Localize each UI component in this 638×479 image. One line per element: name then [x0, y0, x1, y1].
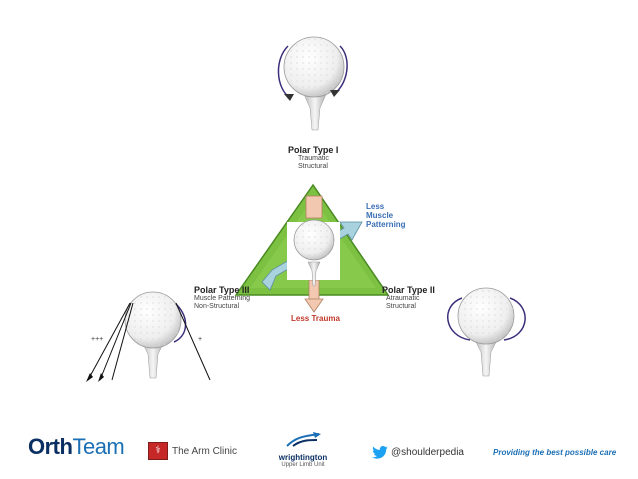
wrightington-sub: Upper Limb Unit: [281, 462, 325, 468]
less-muscle-patterning-label: Less Muscle Patterning: [366, 202, 406, 229]
left-golf-ball: [86, 291, 211, 382]
arm-clinic-logo: ⚕ The Arm Clinic: [148, 442, 237, 460]
polar-type-2-line1: Atraumatic: [386, 295, 420, 302]
right-capsule-left: [446, 297, 471, 341]
wrightington-logo: wrightington Upper Limb Unit: [268, 432, 338, 468]
less-trauma-arrow-head: [304, 298, 324, 313]
force-mark-right: +: [198, 336, 203, 343]
left-force-line-3: [111, 302, 134, 381]
less-trauma-arrow-top: [305, 195, 323, 219]
orthteam-logo-orth: Orth: [28, 434, 73, 459]
polar-type-3-line2: Non-Structural: [194, 303, 240, 310]
less-muscle-patterning-line1: Less: [366, 202, 385, 211]
left-force-line-1: [87, 302, 131, 381]
less-muscle-patterning-line2: Muscle: [366, 211, 394, 220]
footer-logos: OrthTeam ⚕ The Arm Clinic wrightington U…: [0, 430, 638, 470]
center-golf-ball: [293, 219, 335, 287]
orthteam-logo: OrthTeam: [28, 434, 125, 460]
twitter-bird-icon: [372, 446, 388, 459]
top-capsule-tag-left: [284, 94, 294, 101]
polar-type-3-title: Polar Type III: [194, 285, 250, 295]
less-muscle-patterning-line3: Patterning: [366, 220, 406, 229]
orthteam-logo-team: eam: [82, 434, 125, 459]
left-capsule-right: [173, 303, 187, 343]
left-force-line-4: [175, 302, 211, 381]
tagline: Providing the best possible care: [493, 448, 617, 457]
polar-type-2-label: Polar Type II Atraumatic Structural: [382, 285, 435, 311]
polar-type-1-title: Polar Type I: [288, 145, 339, 155]
orthteam-logo-figure: T: [72, 434, 83, 459]
polar-type-2-title: Polar Type II: [382, 285, 435, 295]
left-force-line-2: [99, 302, 132, 381]
twitter-handle-text: @shoulderpedia: [391, 447, 464, 458]
twitter-handle[interactable]: @shoulderpedia: [372, 446, 464, 459]
wrightington-swoosh-icon: [286, 432, 321, 447]
polar-type-3-line1: Muscle Patterning: [194, 295, 251, 302]
polar-type-3-label: Polar Type III Muscle Patterning Non-Str…: [194, 285, 250, 311]
arm-clinic-icon: ⚕: [148, 442, 168, 460]
force-mark-left: +++: [91, 336, 104, 343]
polar-type-2-line2: Structural: [386, 303, 416, 310]
top-capsule-tag-right: [330, 90, 340, 97]
wrightington-name: wrightington: [278, 453, 328, 462]
right-capsule-right: [503, 297, 526, 341]
right-golf-ball: [446, 287, 526, 377]
polar-type-diagram: [86, 36, 526, 382]
arm-clinic-label: The Arm Clinic: [172, 445, 238, 457]
polar-type-1-label: Polar Type I Traumatic Structural: [288, 145, 338, 171]
polar-type-1-line1: Traumatic: [298, 155, 329, 162]
less-trauma-label: Less Trauma: [291, 314, 340, 323]
polar-type-1-line2: Structural: [298, 163, 328, 170]
top-golf-ball: [277, 36, 348, 131]
